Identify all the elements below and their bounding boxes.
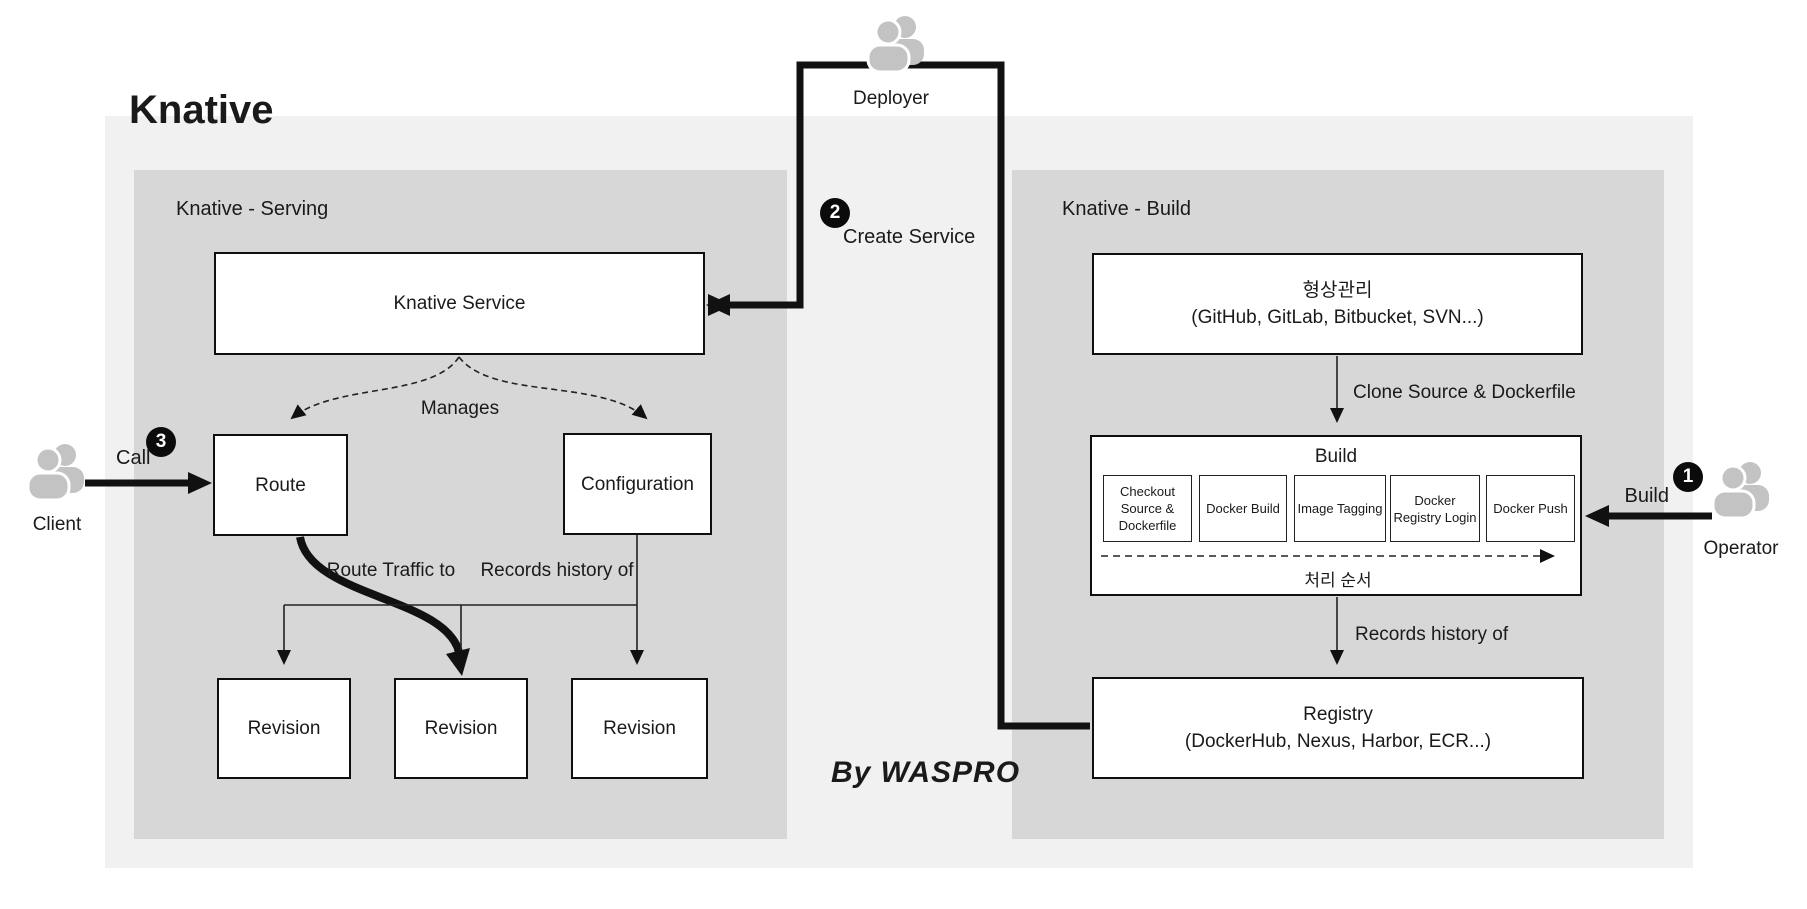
registry-subtitle: (DockerHub, Nexus, Harbor, ECR...) [1184,731,1492,752]
build-section-label: Knative - Build [1062,198,1191,220]
byline: By WASPRO [831,756,1021,789]
deployer-label: Deployer [852,88,930,109]
build-step-5: Docker Push [1486,475,1575,542]
step-2-badge: 2 [820,198,850,228]
revision-label-3: Revision [603,718,676,739]
registry-box: Registry (DockerHub, Nexus, Harbor, ECR.… [1092,677,1584,779]
records-history-serving-label: Records history of [480,560,634,581]
revision-label-2: Revision [424,718,498,739]
manages-label: Manages [420,398,500,419]
step-1-badge: 1 [1673,462,1703,492]
page-title: Knative [129,88,274,132]
scm-subtitle: (GitHub, GitLab, Bitbucket, SVN...) [1191,307,1484,328]
deployer-icon [866,16,924,74]
operator-label: Operator [1703,538,1779,559]
knative-service-label: Knative Service [393,293,526,314]
records-history-build-label: Records history of [1355,624,1509,645]
knative-service-box: Knative Service [214,252,705,355]
route-box: Route [213,434,348,536]
route-traffic-label: Route Traffic to [326,560,456,581]
route-label: Route [255,474,306,496]
build-box: Build Checkout Source & Dockerfile Docke… [1090,435,1582,596]
client-label: Client [32,514,82,535]
revision-box-3: Revision [571,678,708,779]
process-order-label: 처리 순서 [1304,571,1372,590]
build-box-title: Build [1314,446,1358,467]
scm-box: 형상관리 (GitHub, GitLab, Bitbucket, SVN...) [1092,253,1583,355]
build-step-1: Checkout Source & Dockerfile [1103,475,1192,542]
registry-title: Registry [1303,704,1373,725]
serving-section-label: Knative - Serving [176,198,329,220]
revision-box-2: Revision [394,678,528,779]
configuration-box: Configuration [563,433,712,535]
step-3-badge: 3 [146,427,176,457]
revision-label-1: Revision [247,718,321,739]
clone-source-label: Clone Source & Dockerfile [1353,382,1576,403]
build-step-3: Image Tagging [1294,475,1386,542]
operator-icon [1711,462,1769,520]
revision-box-1: Revision [217,678,351,779]
build-action-label: Build [1624,485,1669,507]
build-step-4: Docker Registry Login [1390,475,1480,542]
client-icon [26,444,84,502]
create-service-label: Create Service [843,226,976,248]
call-label: Call [116,447,151,469]
configuration-label: Configuration [580,473,695,495]
scm-title: 형상관리 [1302,280,1373,301]
build-step-2: Docker Build [1199,475,1287,542]
